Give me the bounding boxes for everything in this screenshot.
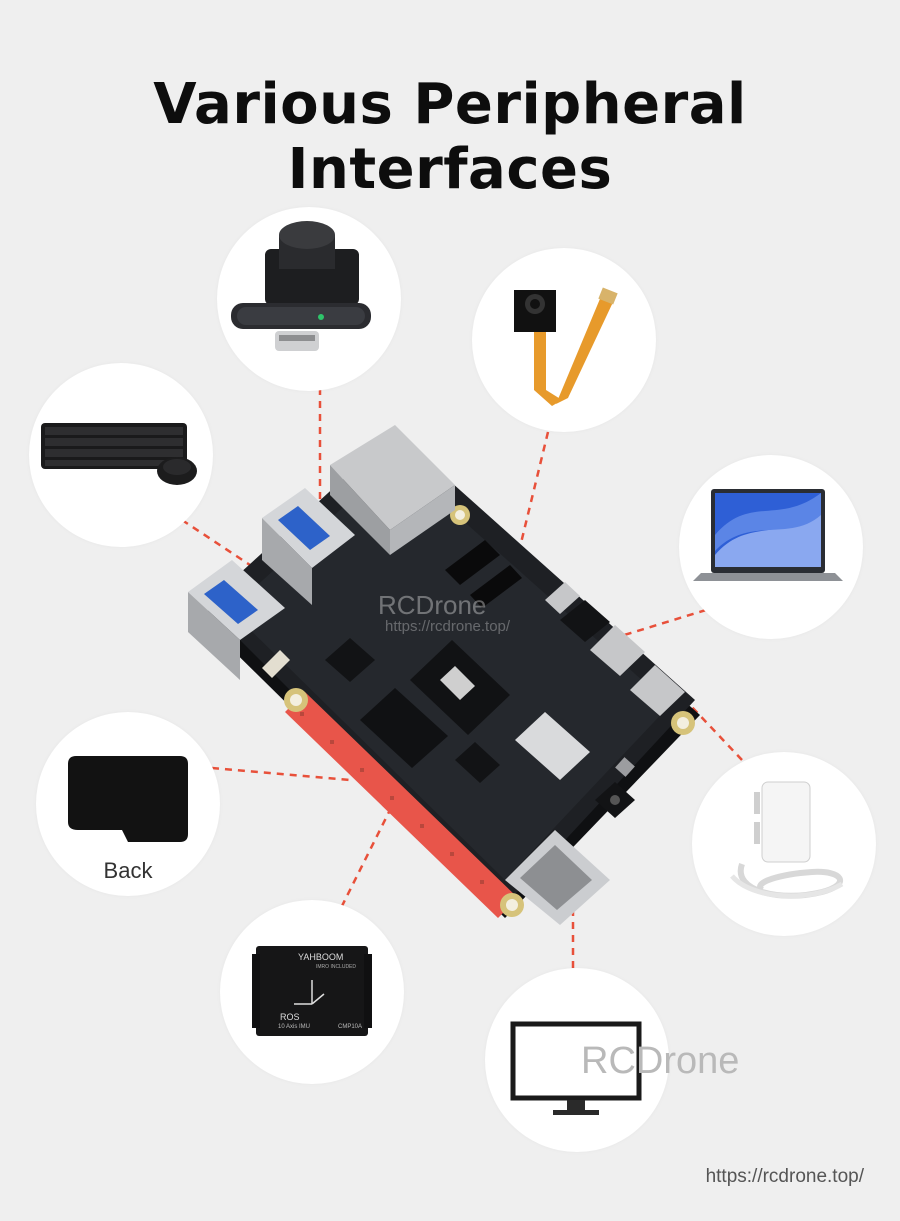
peripheral-circle-power-adapter [692,752,876,936]
footer-url[interactable]: https://rcdrone.top/ [705,1166,864,1187]
imu-ros-label: ROS [280,1012,300,1022]
hdmi-port [505,830,610,925]
usbc-port [630,665,685,716]
peripheral-circle-keyboard [29,363,213,547]
imu-desc: 10 Axis IMU [278,1024,311,1030]
monitor-watermark: RCDrone [581,1040,740,1082]
connector-microsd [211,766,351,782]
keyboard-mouse-icon [41,423,197,485]
board-watermark-url: https://rcdrone.top/ [385,618,511,635]
peripheral-circle-laptop [679,455,863,639]
microsd-back-label: Back [103,858,153,883]
imu-model: CMP10A [338,1024,363,1030]
connector-imu [328,809,392,931]
gpio-header [285,692,518,918]
memory-chip [360,688,448,768]
wifi-module [515,712,590,780]
peripheral-circle-microsd: Back [36,712,220,896]
connector-laptop [607,608,707,642]
laptop-icon [693,489,843,581]
connector-keyboard [181,518,251,567]
peripheral-circle-csi-camera [472,248,656,432]
ethernet-port [330,425,455,555]
usbc-port [590,625,645,676]
csi-connector [445,540,500,585]
peripheral-circle-imu: YAHBOOM IMRO INCLUDED ROS 10 Axis IMU CM… [220,900,404,1084]
usb-port [188,560,285,680]
peripheral-circle-depth-camera [217,207,401,391]
board-watermark: RCDrone [378,590,487,620]
csi-camera-icon [514,287,618,406]
microsd-card-icon [68,756,188,842]
power-adapter-icon [730,781,844,899]
usb-port [262,488,355,605]
imu-module-icon [252,946,372,1036]
lidar-depth-camera-icon [231,221,371,351]
imu-badge: IMRO INCLUDED [316,964,357,970]
imu-brand: YAHBOOM [298,952,344,962]
monitor-icon [510,1021,642,1115]
peripheral-circle-monitor: RCDrone [485,968,739,1152]
page-title: Various Peripheral Interfaces [153,72,747,202]
